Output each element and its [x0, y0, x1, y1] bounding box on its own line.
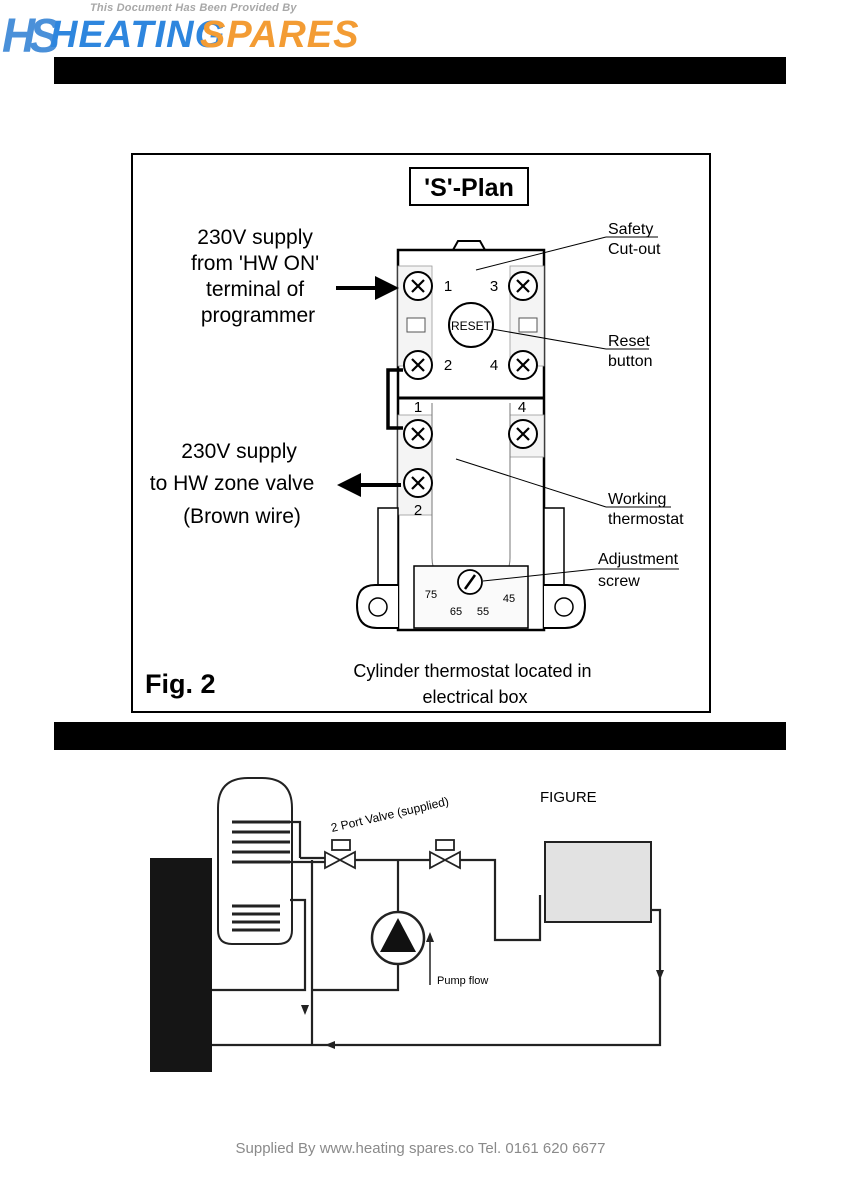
svg-text:RESET: RESET [451, 319, 492, 333]
terminal-screw-icon [403, 271, 433, 301]
title-box [409, 167, 529, 206]
adjustment-screw-label: Adjustment screw [598, 551, 683, 590]
section-bar [54, 722, 786, 750]
terminal-screw-icon [403, 350, 433, 380]
svg-text:3: 3 [490, 278, 498, 295]
working-thermostat-label: Working thermostat [608, 491, 684, 528]
svg-text:45: 45 [503, 593, 515, 605]
pump-flow-label: Pump flow [437, 975, 488, 987]
diagram-title: 'S'-Plan [424, 174, 514, 202]
valve-label: 2 Port Valve (supplied) [330, 794, 451, 835]
svg-text:2: 2 [414, 502, 422, 519]
svg-text:4: 4 [518, 399, 526, 416]
supply-out-label: 230V supply to HW zone valve (Brown wire… [150, 440, 320, 528]
zone-valve-icon [324, 839, 356, 870]
terminal-screw-icon [508, 350, 538, 380]
boiler-unit [150, 858, 212, 1072]
flow-arrow-icon [301, 1005, 309, 1015]
figure-label: FIGURE [540, 789, 597, 806]
svg-text:2: 2 [444, 357, 452, 374]
svg-text:1: 1 [444, 278, 452, 295]
logo-heating-text: HEATING [50, 14, 226, 56]
terminal-screw-icon [508, 271, 538, 301]
svg-text:65: 65 [450, 606, 462, 618]
provided-by-text: This Document Has Been Provided By [90, 2, 297, 14]
zone-valve-icon [429, 839, 461, 870]
svg-text:55: 55 [477, 606, 489, 618]
caption-text: Cylinder thermostat located in electrica… [353, 661, 596, 707]
svg-text:75: 75 [425, 589, 437, 601]
header-bar [54, 57, 786, 84]
flow-arrow-icon [656, 970, 664, 980]
fig-label: Fig. 2 [145, 669, 216, 699]
flow-arrow-icon [426, 932, 434, 942]
logo-hs-mark: HS [2, 7, 60, 63]
arrow-in-icon [375, 276, 399, 300]
terminal-screw-icon [508, 419, 538, 449]
safety-cutout-label: Safety Cut-out [608, 221, 661, 258]
svg-text:4: 4 [490, 357, 498, 374]
arrow-out-icon [337, 473, 361, 497]
svg-text:1: 1 [414, 399, 422, 416]
terminal-screw-icon [403, 468, 433, 498]
reset-button-icon [448, 302, 494, 348]
supply-in-label: 230V supply from 'HW ON' terminal of pro… [191, 226, 325, 327]
reset-button-label: Reset button [608, 333, 654, 370]
footer-supplied-by: Supplied By www.heating spares.co Tel. 0… [235, 1140, 606, 1157]
radiator-unit [544, 841, 652, 923]
plumbing-schematic: 2 Port Valve (supplied) FIGURE Pump flow [150, 777, 664, 1072]
terminal-screw-icon [403, 419, 433, 449]
logo-spares-text: SPARES [200, 14, 360, 56]
flow-arrow-icon [325, 1041, 335, 1049]
s-plan-diagram: 'S'-Plan 75 65 55 45 [131, 153, 711, 713]
